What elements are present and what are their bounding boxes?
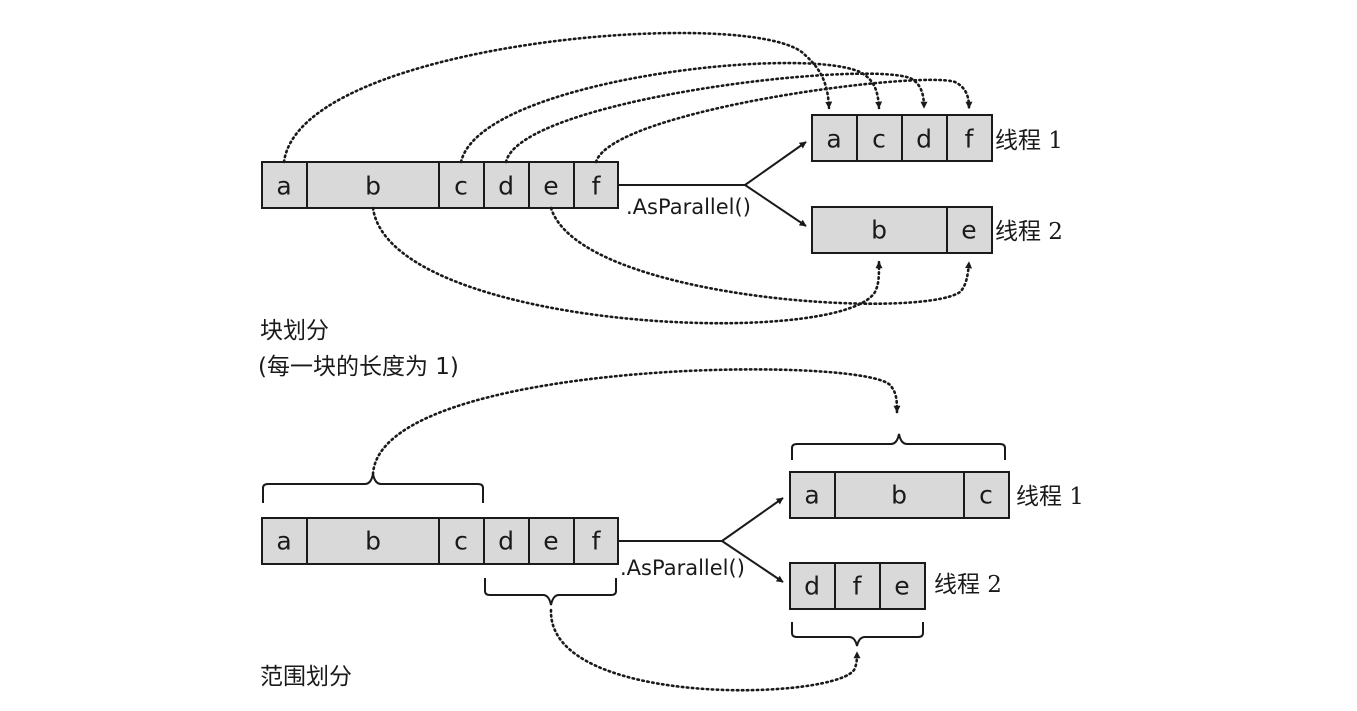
array-cell: b (811, 206, 948, 254)
array-cell: b (834, 471, 965, 519)
cell-label: b (365, 527, 381, 556)
array-cell: d (483, 161, 530, 209)
thread1-label: 线程 1 (1016, 484, 1084, 510)
cell-label: c (454, 527, 468, 556)
range-partition-section: a b c d e f .AsParallel() a b c 线程 1 d (260, 368, 1084, 692)
thread2-label: 线程 2 (934, 572, 1002, 598)
chunk-caption: 块划分 (260, 318, 329, 344)
array-cell: f (573, 161, 619, 209)
arc-def-to-thread2 (549, 608, 861, 692)
cell-label: d (498, 172, 514, 201)
cell-label: e (543, 172, 558, 201)
range-thread2-array: d f e 线程 2 (789, 562, 1002, 610)
array-cell: d (901, 114, 948, 162)
array-cell: b (306, 517, 440, 565)
arc-abc-to-thread1 (371, 368, 901, 476)
array-cell: e (528, 517, 575, 565)
cell-label: b (871, 216, 887, 245)
cell-label: b (365, 172, 381, 201)
array-cell: c (438, 517, 485, 565)
cell-label: d (498, 527, 514, 556)
cell-label: f (853, 572, 863, 601)
array-cell: f (573, 517, 619, 565)
thread1-label: 线程 1 (995, 128, 1063, 154)
array-cell: b (306, 161, 440, 209)
range-method-connector: .AsParallel() (618, 497, 784, 583)
array-cell: d (483, 517, 530, 565)
array-cell: e (946, 206, 993, 254)
cell-label: c (979, 481, 993, 510)
range-caption: 范围划分 (260, 664, 352, 690)
cell-label: f (965, 125, 975, 154)
cell-label: a (804, 481, 819, 510)
method-label: .AsParallel() (626, 195, 751, 219)
array-cell: d (789, 562, 836, 610)
range-brace-top-source (262, 473, 484, 503)
cell-label: e (961, 216, 976, 245)
cell-label: a (276, 527, 291, 556)
chunk-method-connector: .AsParallel() (618, 141, 807, 227)
array-cell: e (528, 161, 575, 209)
range-brace-top-thread1 (791, 433, 1006, 460)
chunk-caption-note: (每一块的长度为 1) (258, 354, 459, 380)
range-brace-bottom-thread2 (791, 622, 924, 647)
chunk-thread2-array: b e 线程 2 (811, 206, 1063, 254)
cell-label: f (592, 172, 602, 201)
array-cell: a (261, 161, 308, 209)
arc-a-to-thread1 (282, 31, 833, 164)
cell-label: a (826, 125, 841, 154)
cell-label: c (872, 125, 886, 154)
array-cell: c (963, 471, 1010, 519)
arc-c-to-thread1 (459, 61, 883, 164)
array-cell: a (789, 471, 836, 519)
cell-label: d (804, 572, 820, 601)
arc-e-to-thread2 (549, 206, 973, 305)
chunk-thread1-array: a c d f 线程 1 (811, 114, 1063, 162)
cell-label: d (916, 125, 932, 154)
cell-label: e (894, 572, 909, 601)
range-brace-bottom-source (484, 578, 617, 606)
array-cell: e (879, 562, 926, 610)
chunk-mapping-arcs (282, 31, 973, 325)
range-source-array: a b c d e f (261, 517, 619, 565)
cell-label: c (454, 172, 468, 201)
cell-label: a (276, 172, 291, 201)
array-cell: a (261, 517, 308, 565)
cell-label: e (543, 527, 558, 556)
arc-d-to-thread1 (504, 72, 928, 164)
range-thread1-array: a b c 线程 1 (789, 471, 1084, 519)
cell-label: f (592, 527, 602, 556)
array-cell: a (811, 114, 858, 162)
array-cell: f (834, 562, 881, 610)
array-cell: c (438, 161, 485, 209)
array-cell: c (856, 114, 903, 162)
array-cell: f (946, 114, 993, 162)
arc-b-to-thread2 (371, 206, 883, 325)
chunk-source-array: a b c d e f (261, 161, 619, 209)
chunk-partition-section: a b c d e f .AsParallel() a c d f 线程 1 b… (258, 31, 1063, 380)
thread2-label: 线程 2 (995, 219, 1063, 245)
cell-label: b (891, 481, 907, 510)
arc-f-to-thread1 (594, 78, 973, 164)
method-label: .AsParallel() (620, 556, 745, 580)
